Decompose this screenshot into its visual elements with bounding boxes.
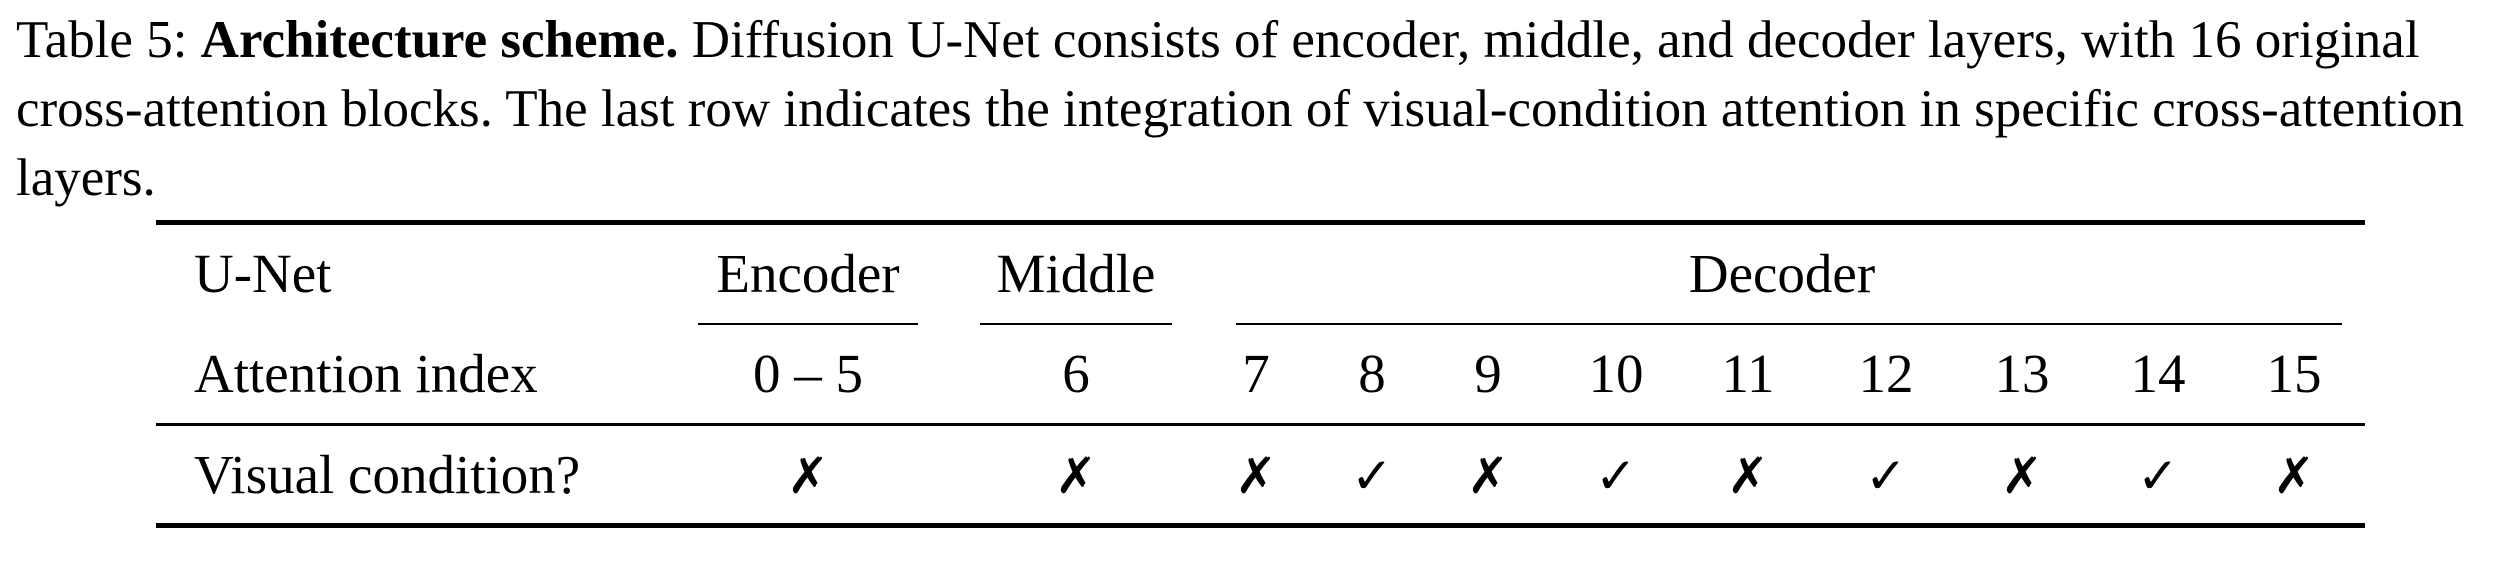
header-decoder: Decoder [1688, 243, 1876, 304]
check-mark: ✓ [1595, 447, 1637, 505]
header-stub: U-Net [194, 243, 332, 304]
header-encoder: Encoder [716, 243, 900, 304]
index-cell: 12 [1858, 343, 1914, 404]
index-cell: 8 [1358, 343, 1386, 404]
table-bottom-rule [156, 523, 2365, 528]
index-cell: 7 [1242, 343, 1270, 404]
caption-text: Diffusion U-Net consists of encoder, mid… [16, 11, 2465, 207]
middle-group-rule [980, 323, 1172, 325]
cross-mark: ✗ [1235, 447, 1277, 505]
index-row-label: Attention index [194, 343, 538, 404]
decoder-group-rule [1236, 323, 2342, 325]
table-top-rule [156, 220, 2365, 225]
table-caption: Table 5: Architecture scheme. Diffusion … [16, 6, 2496, 213]
index-cell: 13 [1994, 343, 2050, 404]
cross-mark: ✗ [1727, 447, 1769, 505]
index-cell: 15 [2266, 343, 2322, 404]
index-cell: 6 [1062, 343, 1090, 404]
caption-label: Table 5: [16, 11, 188, 69]
header-middle: Middle [996, 243, 1156, 304]
index-cell: 9 [1474, 343, 1502, 404]
cross-mark: ✗ [1055, 447, 1097, 505]
check-mark: ✓ [1351, 447, 1393, 505]
cross-mark: ✗ [2001, 447, 2043, 505]
check-mark: ✓ [1865, 447, 1907, 505]
caption-title: Architecture scheme. [200, 11, 679, 69]
index-cell: 11 [1721, 343, 1775, 404]
index-cell: 10 [1588, 343, 1644, 404]
check-mark: ✓ [2137, 447, 2179, 505]
visual-row-label: Visual condition? [194, 444, 581, 505]
index-cell: 14 [2130, 343, 2186, 404]
index-cell: 0 – 5 [753, 343, 863, 404]
cross-mark: ✗ [1467, 447, 1509, 505]
cross-mark: ✗ [787, 447, 829, 505]
encoder-group-rule [698, 323, 918, 325]
cross-mark: ✗ [2273, 447, 2315, 505]
table-mid-rule [156, 423, 2365, 426]
